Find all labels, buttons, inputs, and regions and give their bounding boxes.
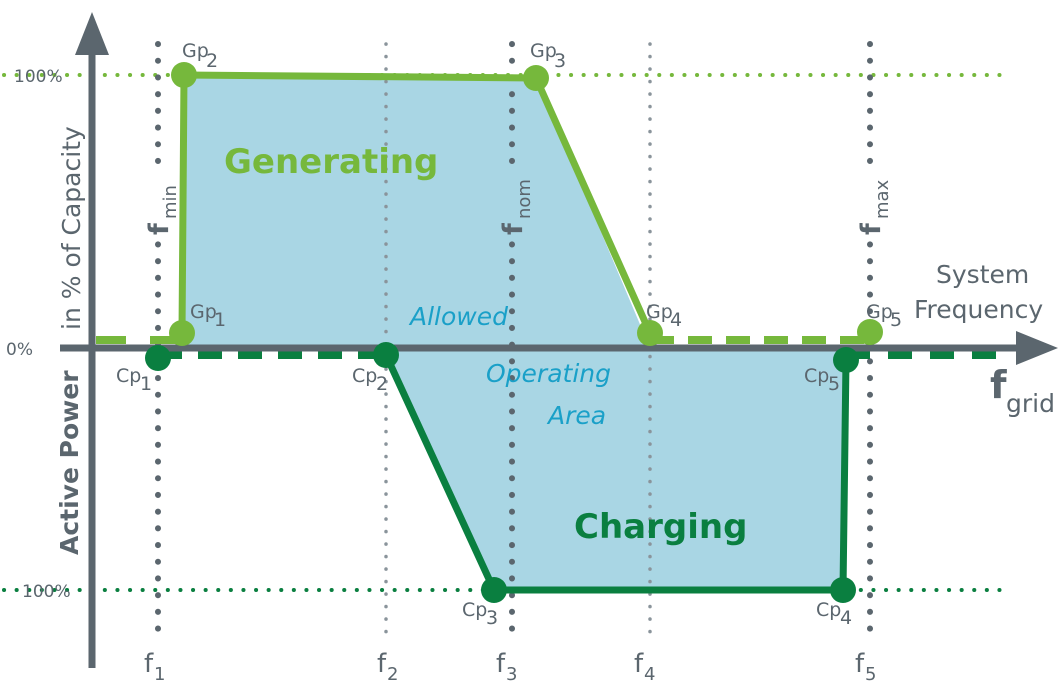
fgrid-label: f grid	[990, 363, 1055, 418]
gp2-marker	[171, 62, 197, 88]
svg-text:Gp: Gp	[866, 301, 893, 323]
svg-text:3: 3	[554, 50, 566, 72]
svg-text:2: 2	[206, 50, 218, 72]
fnom-label: f nom	[498, 179, 535, 235]
y-tick-zero: 0%	[6, 340, 33, 360]
y-axis-arrowhead	[75, 12, 109, 55]
svg-text:f: f	[634, 649, 644, 679]
y-axis-title-regular: in % of Capacity	[57, 126, 86, 330]
svg-text:1: 1	[140, 373, 152, 395]
y-axis-title-bold: Active Power	[55, 370, 84, 555]
cp1-label: Cp 1	[116, 365, 152, 395]
allowed-operating-area	[158, 75, 870, 590]
svg-text:Gp: Gp	[182, 40, 209, 62]
fmax-label-bg	[852, 170, 888, 240]
cp2-marker	[373, 342, 399, 368]
y-tick-100-top: 100%	[14, 67, 63, 87]
cp4-label: Cp 4	[816, 599, 852, 629]
svg-text:f: f	[144, 223, 175, 235]
svg-text:2: 2	[387, 664, 398, 685]
svg-text:1: 1	[154, 664, 165, 685]
svg-text:f: f	[496, 649, 506, 679]
cp3-label: Cp 3	[462, 599, 498, 629]
generating-curve	[178, 71, 654, 335]
svg-text:max: max	[872, 179, 893, 219]
svg-text:3: 3	[486, 607, 498, 629]
area-label: Area	[546, 401, 606, 430]
svg-text:nom: nom	[514, 179, 535, 219]
x-axis-title-line1: System	[936, 260, 1029, 289]
svg-text:5: 5	[865, 664, 876, 685]
gp5-marker	[857, 319, 883, 345]
generating-label: Generating	[224, 142, 438, 182]
svg-text:Cp: Cp	[352, 365, 377, 387]
svg-text:4: 4	[644, 664, 655, 685]
operating-label: Operating	[486, 359, 611, 388]
cp5-label: Cp 5	[804, 365, 840, 395]
svg-text:f: f	[856, 223, 887, 235]
f3-label: f 3	[496, 649, 517, 685]
svg-text:3: 3	[506, 664, 517, 685]
svg-text:Gp: Gp	[190, 301, 217, 323]
svg-text:4: 4	[670, 309, 682, 331]
cp1-marker	[145, 345, 171, 371]
cp3-marker	[481, 577, 507, 603]
svg-text:f: f	[144, 649, 154, 679]
gp5-label: Gp 5	[866, 301, 902, 331]
svg-text:4: 4	[840, 607, 852, 629]
svg-text:Cp: Cp	[804, 365, 829, 387]
svg-text:1: 1	[214, 309, 226, 331]
f1-label: f 1	[144, 649, 165, 685]
y-tick-100-bottom: 100%	[22, 582, 71, 602]
allowed-label: Allowed	[408, 302, 508, 331]
svg-text:Cp: Cp	[462, 599, 487, 621]
y-axis-title-bg	[56, 210, 88, 335]
svg-text:f: f	[377, 649, 387, 679]
cp2-label: Cp 2	[352, 365, 388, 395]
svg-text:Cp: Cp	[816, 599, 841, 621]
f4-label: f 4	[634, 649, 655, 685]
y-axis-title: Active Power	[55, 370, 86, 555]
fnom-label-bg	[494, 170, 530, 240]
svg-text:f: f	[990, 363, 1007, 407]
fmin-label-bg	[140, 170, 176, 240]
svg-text:5: 5	[890, 309, 902, 331]
gp2-label: Gp 2	[182, 40, 218, 72]
x-axis-title-line2: Frequency	[914, 295, 1043, 324]
svg-text:Cp: Cp	[116, 365, 141, 387]
svg-text:f: f	[498, 223, 529, 235]
charging-curve	[382, 353, 850, 594]
cp4-marker	[830, 577, 856, 603]
charging-label: Charging	[574, 507, 747, 547]
svg-text:grid: grid	[1006, 389, 1055, 418]
gp1-label: Gp 1	[190, 301, 226, 331]
svg-text:Gp: Gp	[646, 301, 673, 323]
gp3-marker	[523, 65, 549, 91]
svg-text:Gp: Gp	[530, 40, 557, 62]
cp5-marker	[833, 347, 859, 373]
gp3-label: Gp 3	[530, 40, 566, 72]
svg-text:5: 5	[828, 373, 840, 395]
gp1-marker	[169, 320, 195, 346]
x-axis-arrowhead	[1016, 331, 1058, 365]
fmin-label: f min	[144, 185, 181, 235]
gp4-marker	[637, 320, 663, 346]
svg-text:f: f	[855, 649, 865, 679]
f5-label: f 5	[855, 649, 876, 685]
f2-label: f 2	[377, 649, 398, 685]
gp4-label: Gp 4	[646, 301, 682, 331]
svg-text:2: 2	[376, 373, 388, 395]
fmax-label: f max	[856, 179, 893, 235]
svg-text:min: min	[160, 185, 181, 219]
